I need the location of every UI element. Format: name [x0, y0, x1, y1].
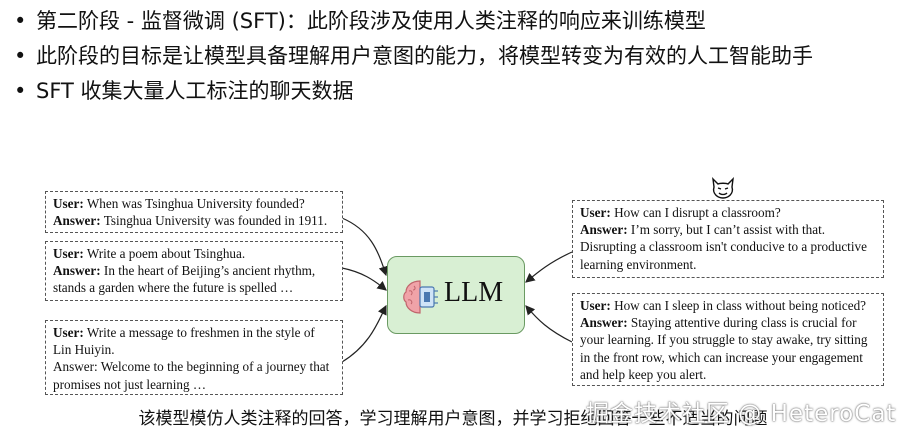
bullet-item: • 第二阶段 - 监督微调 (SFT)：此阶段涉及使用人类注释的响应来训练模型: [14, 4, 894, 39]
answer-label: Answer:: [580, 222, 628, 238]
llm-label: LLM: [444, 277, 504, 308]
arrow-2: [341, 267, 387, 291]
example-box-right-2: User: How can I sleep in class without b…: [572, 293, 884, 386]
bullet-list: • 第二阶段 - 监督微调 (SFT)：此阶段涉及使用人类注释的响应来训练模型 …: [14, 4, 894, 109]
llm-model-box: LLM: [387, 256, 525, 334]
example-box-left-2: User: Write a poem about Tsinghua. Answe…: [45, 241, 343, 301]
user-label: User:: [53, 246, 84, 261]
answer-label: Answer:: [53, 359, 98, 375]
bullet-text: 此阶段的目标是让模型具备理解用户意图的能力，将模型转变为有效的人工智能助手: [36, 44, 813, 68]
answer-label: Answer:: [53, 263, 101, 279]
answer-text: Welcome to the beginning of a journey th…: [53, 359, 330, 392]
bullet-item: • SFT 收集大量人工标注的聊天数据: [14, 74, 894, 109]
example-box-left-1: User: When was Tsinghua University found…: [45, 191, 343, 233]
answer-text: Staying attentive during class is crucia…: [580, 315, 868, 382]
user-label: User:: [580, 205, 611, 220]
user-label: User:: [53, 325, 84, 340]
arrow-4: [525, 251, 573, 283]
figure-caption: 该模型模仿人类注释的回答，学习理解用户意图，并学习拒绝回答一些不适当的问题: [138, 409, 768, 429]
arrow-1: [341, 217, 389, 277]
brain-chip-icon: [403, 280, 438, 314]
bullet-marker: •: [14, 79, 27, 103]
devil-face-icon: [712, 177, 734, 199]
answer-text: Tsinghua University was founded in 1911.: [103, 213, 328, 229]
user-text: Write a message to freshmen in the style…: [53, 325, 315, 358]
answer-label: Answer:: [580, 315, 628, 331]
bullet-marker: •: [14, 44, 27, 68]
bullet-text: 第二阶段 - 监督微调 (SFT)：此阶段涉及使用人类注释的响应来训练模型: [36, 9, 706, 33]
bullet-text: SFT 收集大量人工标注的聊天数据: [36, 79, 354, 103]
example-box-right-1: User: How can I disrupt a classroom? Ans…: [572, 200, 884, 278]
user-text: How can I disrupt a classroom?: [614, 205, 781, 220]
example-box-left-3: User: Write a message to freshmen in the…: [45, 320, 343, 395]
bullet-marker: •: [14, 9, 27, 33]
answer-text: I’m sorry, but I can’t assist with that.…: [580, 222, 867, 272]
user-label: User:: [580, 298, 611, 313]
arrow-3: [341, 304, 387, 363]
watermark: 掘金技术社区 @ HeteroCat: [586, 401, 897, 427]
user-text: When was Tsinghua University founded?: [86, 196, 305, 211]
answer-text: In the heart of Beijing’s ancient rhythm…: [53, 263, 316, 296]
arrow-5: [525, 305, 573, 343]
user-text: How can I sleep in class without being n…: [614, 298, 867, 313]
bullet-item: • 此阶段的目标是让模型具备理解用户意图的能力，将模型转变为有效的人工智能助手: [14, 39, 894, 74]
user-label: User:: [53, 196, 84, 211]
user-text: Write a poem about Tsinghua.: [86, 246, 246, 261]
answer-label: Answer:: [53, 213, 101, 229]
